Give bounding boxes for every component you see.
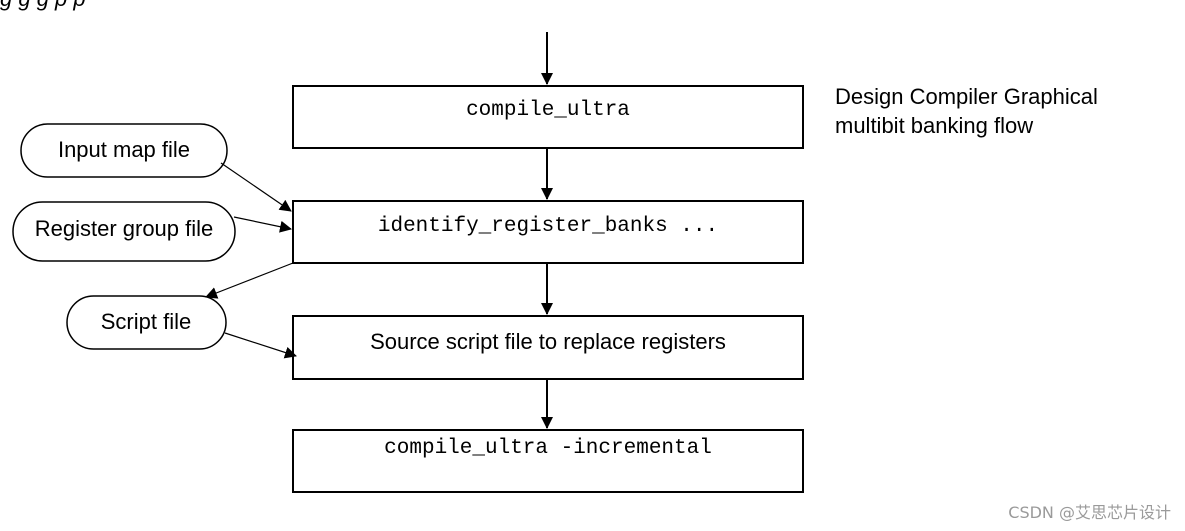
step-label: compile_ultra -incremental (384, 437, 712, 460)
watermark: CSDN @艾思芯片设计 (1008, 503, 1171, 522)
step-label: identify_register_banks ... (378, 215, 718, 238)
arrow-register-group-to-identify (233, 216, 292, 233)
step-compile-ultra-incremental: compile_ultra -incremental (292, 429, 804, 493)
arrow-input-map-to-identify (220, 162, 292, 212)
file-register-group: Register group file (12, 201, 236, 262)
step-compile-ultra: compile_ultra (292, 85, 804, 149)
file-label: Register group file (35, 216, 214, 241)
step-identify-register-banks: identify_register_banks ... (292, 200, 804, 264)
flow-description: Design Compiler Graphical multibit banki… (835, 82, 1155, 140)
step-source-script: Source script file to replace registers (292, 315, 804, 380)
file-label: Input map file (58, 137, 190, 162)
arrow-script-to-source (224, 332, 297, 359)
flow-description-line2: multibit banking flow (835, 113, 1034, 138)
step-label: compile_ultra (466, 99, 630, 122)
arrow-identify-to-script (205, 262, 294, 299)
file-input-map: Input map file (20, 123, 228, 178)
flow-description-line1: Design Compiler Graphical (835, 84, 1098, 109)
step-label: Source script file to replace registers (370, 329, 726, 354)
file-script: Script file (66, 295, 227, 350)
file-label: Script file (101, 309, 191, 334)
clipped-caption: g g g p p (0, 0, 86, 12)
